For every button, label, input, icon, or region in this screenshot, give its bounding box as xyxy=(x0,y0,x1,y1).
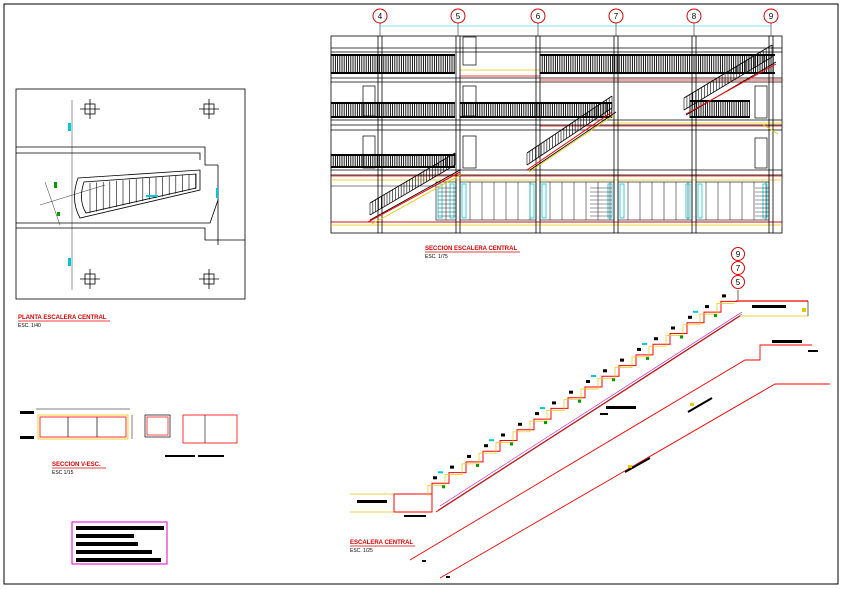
step-annotation-marks xyxy=(433,294,726,489)
section-title: SECCION ESCALERA CENTRAL xyxy=(425,246,517,252)
section-stair-red xyxy=(367,63,777,223)
stair-detail: 9 7 5 xyxy=(350,247,830,579)
axis-stack-label: 7 xyxy=(736,264,741,273)
plan-title: PLANTA ESCALERA CENTRAL xyxy=(18,315,107,321)
grid-axis-label: 7 xyxy=(614,12,619,21)
grid-axis-label: 4 xyxy=(378,12,383,21)
plan-scale: ESC. 1/40 xyxy=(18,323,41,329)
axis-stack-label: 9 xyxy=(736,250,741,259)
grid-axis-label: 6 xyxy=(536,12,541,21)
axis-stack-bubble xyxy=(731,275,745,289)
axis-stack-bubble xyxy=(731,261,745,275)
section-outline xyxy=(330,35,783,234)
legend-box xyxy=(71,521,168,565)
yellow-floor-lines xyxy=(331,69,782,226)
section-scale: ESC. 1/75 xyxy=(425,254,448,260)
grid-axis-label: 8 xyxy=(692,12,697,21)
plan-view xyxy=(15,88,246,300)
plan-frame xyxy=(15,88,246,300)
stair-steps xyxy=(431,300,738,494)
plan-walls xyxy=(16,146,245,245)
plan-dimension-lines xyxy=(39,100,106,290)
detail-section-title: SECCION V-ESC. xyxy=(52,462,101,468)
stair-detail-scale: ESC. 1/25 xyxy=(350,548,373,554)
ground-lines xyxy=(409,340,830,579)
doors xyxy=(362,36,768,169)
building-section: 4 5 6 7 8 9 xyxy=(330,8,783,234)
ground-floor-glazing xyxy=(331,181,770,221)
axis-stack-bubble xyxy=(731,247,745,261)
detail-section-scale: ESC 1/15 xyxy=(52,470,74,476)
plan-columns xyxy=(80,99,219,289)
section-stair-yellow xyxy=(371,114,779,225)
balustrades xyxy=(330,54,775,168)
grid-axes: 4 5 6 7 8 9 xyxy=(372,8,779,36)
bottom-landing xyxy=(350,493,433,517)
plan-stair-flight xyxy=(74,169,201,219)
axis-stack-label: 5 xyxy=(736,278,741,287)
stair-detail-title: ESCALERA CENTRAL xyxy=(350,540,413,546)
top-landing xyxy=(736,300,809,317)
plan-treads xyxy=(89,174,196,213)
sheet-border xyxy=(3,3,839,585)
plan-annotations xyxy=(54,123,218,266)
grid-axis-label: 5 xyxy=(456,12,461,21)
stair-soffit xyxy=(435,311,743,513)
beam-section-detail xyxy=(20,408,238,457)
red-floor-lines xyxy=(331,75,782,223)
floor-slabs xyxy=(331,47,782,223)
grid-axis-label: 9 xyxy=(769,12,774,21)
axis-stack: 9 7 5 xyxy=(731,247,745,289)
section-stair-rails xyxy=(369,44,773,215)
